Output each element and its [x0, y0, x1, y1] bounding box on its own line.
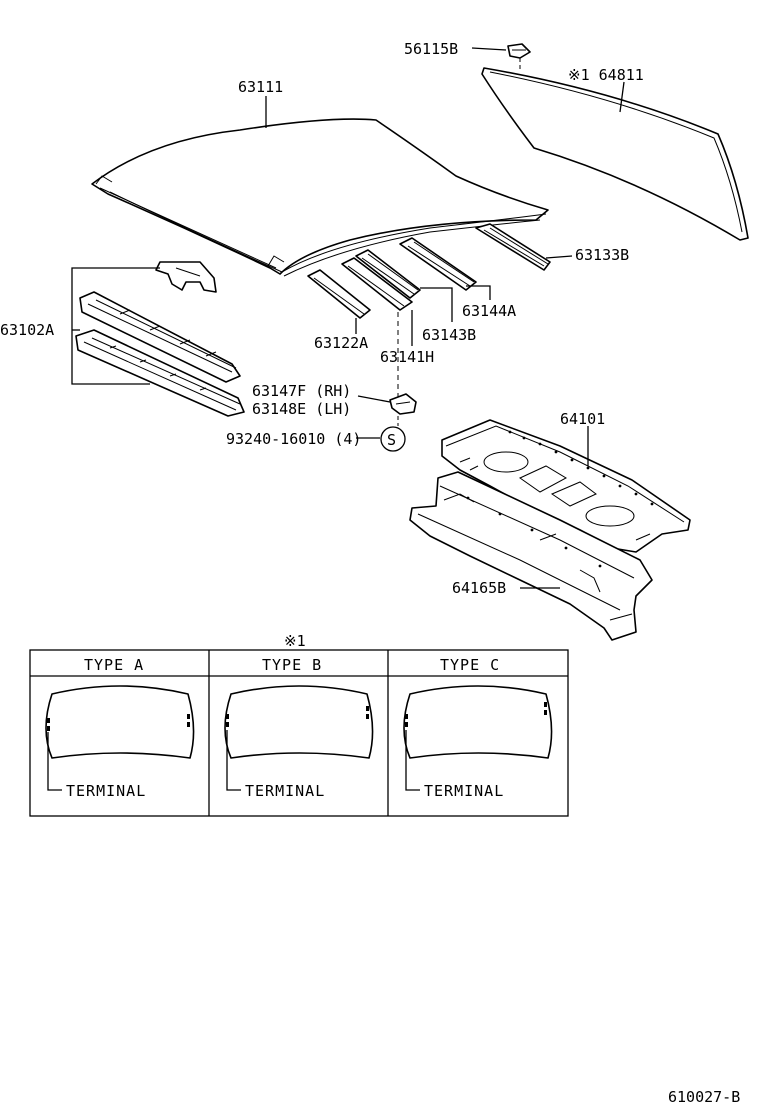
type-a-terminal-leader — [47, 732, 62, 791]
part-63102A-header-lower[interactable] — [75, 329, 245, 417]
figure-id: 610027-B — [668, 1088, 740, 1106]
label-56115B[interactable]: 56115B — [404, 40, 458, 58]
part-63122A-roof-bow[interactable] — [307, 269, 371, 319]
part-63111-roof-panel[interactable] — [91, 118, 549, 277]
label-63143B[interactable]: 63143B — [422, 326, 476, 344]
glass-type-table — [29, 649, 569, 817]
type-c-terminal-leader — [405, 730, 420, 791]
label-64165B[interactable]: 64165B — [452, 579, 506, 597]
screw-symbol-letter: S — [387, 431, 396, 449]
type-b-terminal-leader — [226, 730, 241, 791]
part-63102A-bracket[interactable] — [155, 261, 217, 293]
part-64165B-lower-panel[interactable] — [409, 471, 653, 641]
label-63111[interactable]: 63111 — [238, 78, 283, 96]
leader-63144A — [466, 285, 491, 300]
part-63102A-header-upper[interactable] — [79, 291, 241, 383]
label-63144A[interactable]: 63144A — [462, 302, 516, 320]
leader-63143B — [420, 287, 453, 322]
label-64101[interactable]: 64101 — [560, 410, 605, 428]
label-63102A[interactable]: 63102A — [0, 321, 54, 339]
type-c-glass[interactable] — [403, 685, 553, 759]
type-b-glass[interactable] — [224, 685, 374, 759]
part-56115B-clip[interactable] — [507, 43, 531, 59]
label-63141H[interactable]: 63141H — [380, 348, 434, 366]
type-a-title: TYPE A — [84, 656, 144, 674]
part-63141H-roof-bow[interactable] — [341, 257, 413, 311]
leader-63102A-bracket — [71, 267, 160, 385]
type-a-glass[interactable] — [45, 685, 195, 759]
label-63148E[interactable]: 63148E (LH) — [252, 400, 351, 418]
label-63122A[interactable]: 63122A — [314, 334, 368, 352]
part-63143B-roof-bow[interactable] — [355, 249, 421, 299]
table-note: ※1 — [284, 632, 306, 650]
type-a-terminal-label: TERMINAL — [66, 782, 146, 800]
part-64101-package-tray[interactable] — [441, 419, 691, 553]
type-b-title: TYPE B — [262, 656, 322, 674]
label-64811[interactable]: ※1 64811 — [568, 66, 644, 84]
leader-64811 — [619, 81, 625, 113]
part-93240-screw-symbol[interactable]: S — [380, 426, 406, 452]
part-64811-back-window[interactable] — [481, 67, 749, 241]
type-c-terminal-label: TERMINAL — [424, 782, 504, 800]
part-63133B-roof-bow[interactable] — [475, 223, 551, 271]
part-63144A-roof-bow[interactable] — [399, 237, 477, 291]
part-63147F-63148E-clip[interactable] — [389, 393, 417, 415]
leader-63147F — [357, 395, 391, 403]
leader-56115B — [471, 47, 507, 51]
type-c-title: TYPE C — [440, 656, 500, 674]
type-b-terminal-label: TERMINAL — [245, 782, 325, 800]
label-93240[interactable]: 93240-16010 (4) — [226, 430, 361, 448]
leader-63133B — [545, 255, 573, 259]
label-63133B[interactable]: 63133B — [575, 246, 629, 264]
label-63147F[interactable]: 63147F (RH) — [252, 382, 351, 400]
